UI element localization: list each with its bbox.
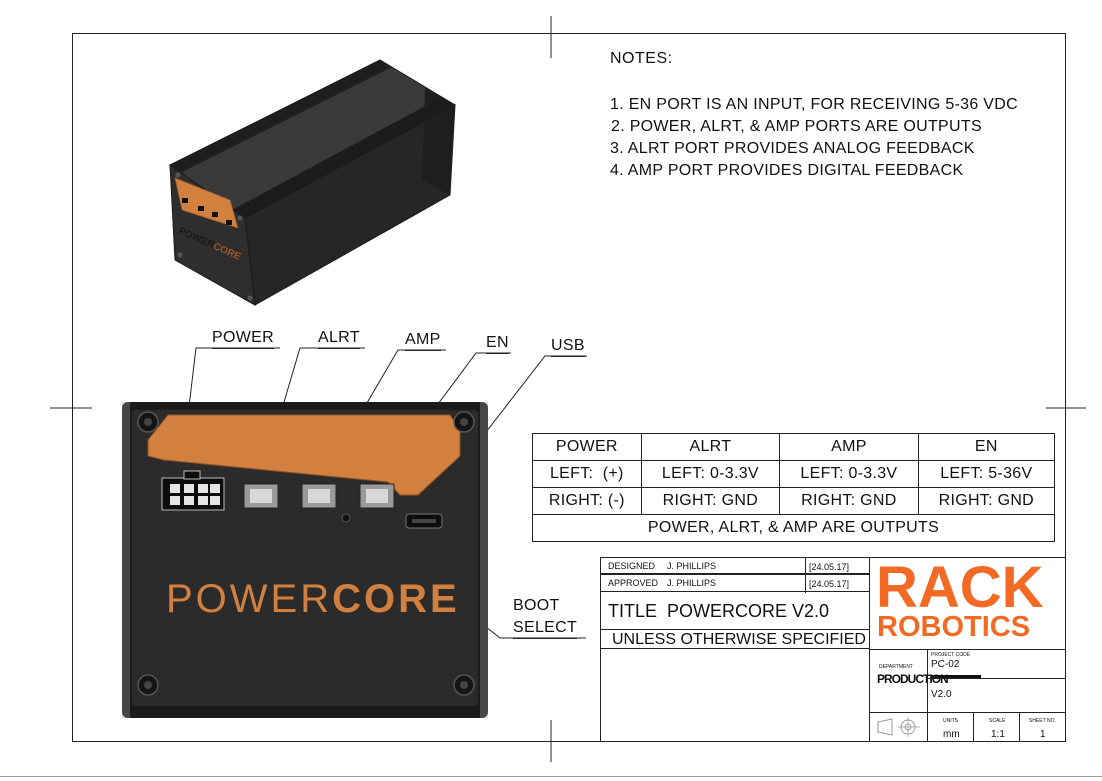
divider	[805, 575, 806, 593]
version-cell: V2.0	[927, 678, 1066, 713]
table-header-cell: POWER	[532, 433, 642, 461]
note-item: 3. ALRT PORT PROVIDES ANALOG FEEDBACK	[610, 140, 975, 157]
scale-value: 1:1	[991, 729, 1005, 740]
approved-label: APPROVED	[608, 578, 659, 588]
drawing-title: TITLE POWERCORE V2.0	[608, 601, 830, 621]
note-item: 1. EN PORT IS AN INPUT, FOR RECEIVING 5-…	[610, 96, 1018, 113]
approved-date: [24.05.17]	[809, 579, 850, 589]
table-cell: RIGHT: GND	[779, 487, 919, 515]
department-value: PRODUCTION	[877, 672, 949, 686]
version: V2.0	[931, 689, 952, 700]
table-header-cell: EN	[917, 433, 1056, 461]
sheet-cell: SHEET NO. 1	[1019, 712, 1066, 742]
table-row: LEFT: (+) LEFT: 0-3.3V LEFT: 0-3.3V LEFT…	[532, 460, 1056, 488]
project-code-bar	[931, 675, 981, 679]
isometric-device-view: POWERCORE	[169, 59, 457, 306]
scale-label: SCALE	[989, 718, 1006, 724]
notes-title: NOTES:	[610, 50, 673, 67]
projection-symbol-icon	[877, 717, 920, 737]
department-cell: DEPARTMENT PRODUCTION	[869, 649, 949, 713]
page-bottom-rule	[0, 776, 1102, 777]
company-line2: ROBOTICS	[877, 611, 1031, 643]
units-cell: UNITS mm	[927, 712, 974, 742]
designed-by: J. PHILLIPS	[667, 561, 717, 571]
brand-light: POWER	[166, 577, 332, 621]
project-code: PC-02	[931, 659, 960, 670]
company-line1: RACK	[876, 555, 1044, 620]
brand-bold: CORE	[332, 577, 460, 621]
table-footer-cell: POWER, ALRT, & AMP ARE OUTPUTS	[532, 514, 1055, 542]
divider	[805, 558, 806, 575]
title-block: DESIGNED J. PHILLIPS [24.05.17] APPROVED…	[600, 557, 1066, 742]
units-label: UNITS	[943, 718, 958, 724]
drawing-sheet-border	[72, 33, 1066, 742]
table-cell: LEFT: 0-3.3V	[640, 460, 781, 488]
note-item: 2. POWER, ALRT, & AMP PORTS ARE OUTPUTS	[611, 118, 982, 135]
scale-cell: SCALE 1:1	[973, 712, 1020, 742]
table-cell: RIGHT: (-)	[532, 487, 642, 515]
table-row: RIGHT: (-) RIGHT: GND RIGHT: GND RIGHT: …	[532, 487, 1056, 515]
designed-label: DESIGNED	[608, 561, 656, 571]
table-footer-row: POWER, ALRT, & AMP ARE OUTPUTS	[532, 514, 1055, 542]
sheet-label: SHEET NO.	[1029, 718, 1056, 724]
table-cell: RIGHT: GND	[917, 487, 1056, 515]
approved-by: J. PHILLIPS	[667, 578, 717, 588]
units-value: mm	[943, 729, 960, 740]
unless-specified: UNLESS OTHERWISE SPECIFIED	[612, 631, 866, 648]
projection-symbol-cell	[869, 712, 928, 742]
department-label: DEPARTMENT	[879, 664, 913, 670]
table-cell: LEFT: 5-36V	[917, 460, 1056, 488]
device-front-view: POWERCORE	[122, 402, 488, 718]
project-code-cell: PROJECT CODE PC-02	[927, 649, 1066, 679]
port-spec-table: POWER ALRT AMP EN LEFT: (+) LEFT: 0-3.3V…	[532, 433, 1056, 542]
sheet-value: 1	[1040, 729, 1046, 740]
table-header-cell: ALRT	[640, 433, 781, 461]
designed-row: DESIGNED J. PHILLIPS [24.05.17]	[600, 557, 870, 575]
svg-text:POWERCORE: POWERCORE	[166, 577, 460, 621]
table-cell: LEFT: 0-3.3V	[779, 460, 919, 488]
notes-list: 1. EN PORT IS AN INPUT, FOR RECEIVING 5-…	[610, 94, 1018, 182]
callout-boot: BOOT	[513, 597, 560, 614]
table-header-cell: AMP	[779, 433, 919, 461]
approved-row: APPROVED J. PHILLIPS [24.05.17]	[600, 574, 870, 593]
table-cell: LEFT: (+)	[532, 460, 642, 488]
table-header-row: POWER ALRT AMP EN	[532, 433, 1056, 461]
designed-date: [24.05.17]	[809, 562, 850, 572]
unless-row: UNLESS OTHERWISE SPECIFIED	[600, 629, 870, 649]
project-code-label: PROJECT CODE	[931, 652, 971, 658]
table-cell: RIGHT: GND	[640, 487, 781, 515]
note-item: 4. AMP PORT PROVIDES DIGITAL FEEDBACK	[610, 162, 964, 179]
